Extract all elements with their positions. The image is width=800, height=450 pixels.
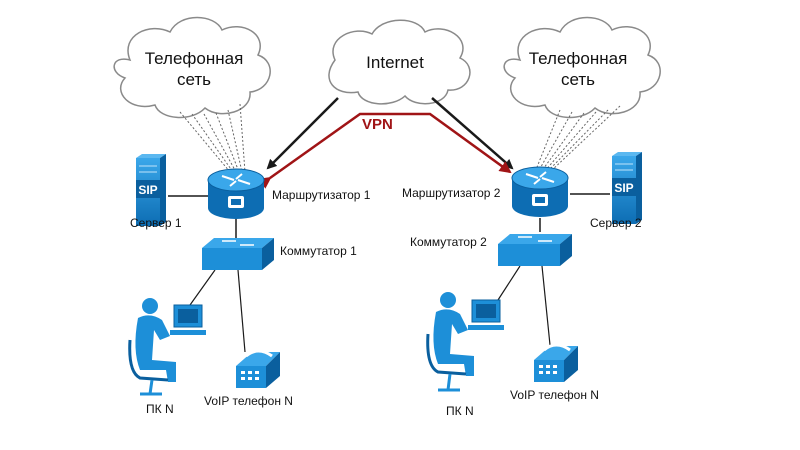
cloud-right-label: Телефонная сеть [518,48,638,90]
pc-label-left: ПК N [146,402,174,416]
cloud-right-line2: сеть [560,70,596,89]
pc-user-icon-left [128,298,206,396]
router-label-left: Маршрутизатор 1 [272,188,371,202]
router-label-right: Маршрутизатор 2 [402,186,501,200]
sip-server-icon-left: SIP [136,154,166,226]
cloud-left-line1: Телефонная [144,49,244,68]
switch-phone-link-right [541,265,551,346]
server-label-left: Сервер 1 [130,216,182,230]
switch-pc-link-left [189,269,216,306]
internet-link-right [431,97,514,170]
switch-label-right: Коммутатор 2 [410,235,487,249]
router-icon-left [207,168,265,219]
internet-cloud [328,19,471,105]
vpn-label: VPN [362,116,393,133]
cloud-internet-label: Internet [366,53,424,72]
pc-user-icon-right [426,292,504,392]
voip-phone-icon-left [236,349,280,388]
pstn-links-right [534,105,621,173]
sip-text-right: SIP [614,181,633,195]
cloud-left-label: Телефонная сеть [134,48,254,90]
internet-link-left [266,97,339,170]
switch-phone-link-left [237,269,246,353]
phone-label-right: VoIP телефон N [510,388,599,402]
switch-icon-left [202,238,274,270]
switch-pc-link-right [497,265,521,301]
pstn-links-left [179,103,246,173]
sip-server-icon-right: SIP [612,152,642,224]
router-icon-right [511,166,569,217]
sip-text-left: SIP [138,183,157,197]
switch-icon-right [498,234,572,266]
server-label-right: Сервер 2 [590,216,642,230]
telephone-network-cloud-left [113,16,271,119]
switch-label-left: Коммутатор 1 [280,244,357,258]
cloud-left-line2: сеть [176,70,212,89]
telephone-network-cloud-right [503,16,661,119]
vpn-tunnel-line [258,112,512,189]
pc-label-right: ПК N [446,404,474,418]
phone-label-left: VoIP телефон N [204,394,293,408]
cloud-right-line1: Телефонная [528,49,628,68]
voip-phone-icon-right [534,343,578,382]
